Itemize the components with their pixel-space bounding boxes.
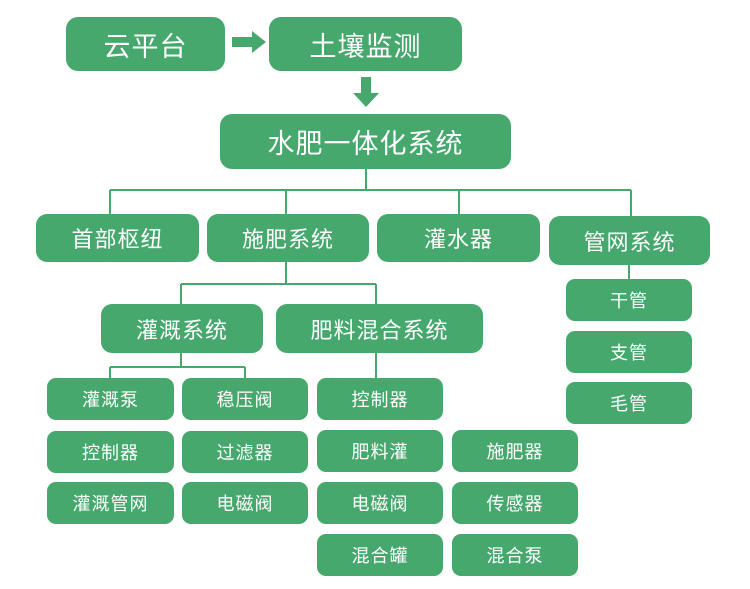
connector-irrigation-to-components — [109, 353, 246, 378]
head-hub-node: 首部枢纽 — [36, 214, 199, 262]
irrigation-pump-node: 灌溉泵 — [47, 378, 174, 420]
fertilizer-applicator-node: 施肥器 — [452, 430, 578, 472]
arrow-cloud-to-soil — [232, 31, 266, 53]
capillary-pipe-node: 毛管 — [566, 382, 692, 424]
cloud-platform-node: 云平台 — [66, 17, 225, 71]
arrow-soil-to-root — [353, 77, 379, 107]
connector-fertilizer-to-subsystems — [180, 262, 377, 304]
soil-monitoring-node: 土壤监测 — [269, 17, 462, 71]
irrigator-node: 灌水器 — [377, 214, 540, 262]
mixing-pump-node: 混合泵 — [452, 534, 578, 576]
fert-tank-node: 肥料灌 — [317, 430, 443, 472]
sensor-node: 传感器 — [452, 482, 578, 524]
pipe-network-node: 管网系统 — [549, 216, 710, 265]
irrigation-pipe-net-node: 灌溉管网 — [47, 482, 174, 524]
branch-pipe-node: 支管 — [566, 331, 692, 373]
main-pipe-node: 干管 — [566, 279, 692, 321]
fertilizer-system-node: 施肥系统 — [207, 214, 369, 262]
fert-mix-system-node: 肥料混合系统 — [276, 304, 483, 353]
irrigation-controller-node: 控制器 — [47, 431, 174, 473]
mix-controller-node: 控制器 — [317, 378, 443, 420]
irrigation-system-node: 灌溉系统 — [101, 304, 263, 353]
filter-node: 过滤器 — [182, 431, 308, 473]
mixing-tank-node: 混合罐 — [317, 534, 443, 576]
irrigation-solenoid-node: 电磁阀 — [182, 482, 308, 524]
root-system-node: 水肥一体化系统 — [220, 114, 511, 169]
mix-solenoid-node: 电磁阀 — [317, 482, 443, 524]
connector-root-to-modules — [109, 168, 632, 216]
pressure-valve-node: 稳压阀 — [182, 378, 308, 420]
